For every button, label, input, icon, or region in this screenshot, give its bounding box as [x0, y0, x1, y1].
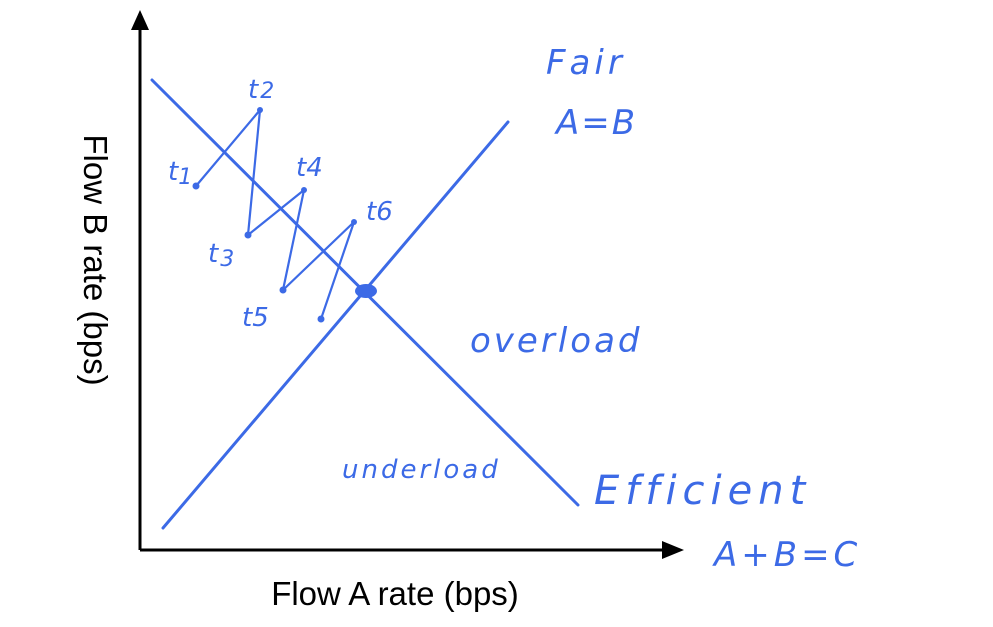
overload-label: overload	[470, 321, 642, 361]
y-axis-label: Flow B rate (bps)	[77, 134, 114, 385]
label-t4: t4	[296, 153, 323, 183]
trajectory-endpoint	[317, 315, 325, 323]
label-t1: t1	[168, 157, 192, 190]
trajectory-point-t6	[351, 219, 357, 225]
fair-title: Fair	[546, 43, 626, 83]
label-t6: t6	[366, 197, 393, 227]
trajectory-point-t1	[192, 182, 200, 190]
optimal-point	[355, 284, 377, 298]
trajectory-point-t3	[244, 231, 252, 239]
y-axis-arrowhead	[131, 10, 149, 30]
label-t2: t2	[248, 75, 274, 105]
trajectory-point-t5	[279, 286, 287, 294]
trajectory-point-t2	[257, 107, 263, 113]
label-t5: t5	[242, 303, 269, 333]
x-axis-arrowhead	[662, 541, 684, 559]
label-t3: t3	[208, 239, 234, 272]
underload-label: underload	[342, 455, 501, 485]
efficient-equation: A+B=C	[712, 535, 861, 575]
fairness-line	[161, 120, 510, 530]
fair-equation: A=B	[554, 103, 637, 143]
trajectory-point-t4	[301, 187, 307, 193]
x-axis-label: Flow A rate (bps)	[271, 575, 519, 612]
efficient-title: Efficient	[594, 468, 811, 514]
trajectory-path	[194, 108, 356, 321]
